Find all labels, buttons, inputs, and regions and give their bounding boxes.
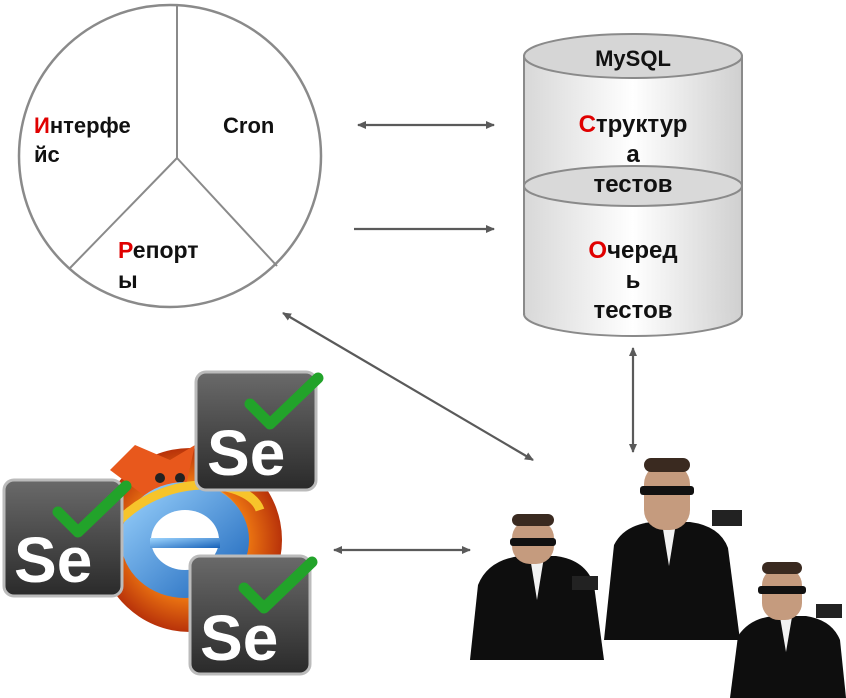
selenium-logo-icon: Se <box>188 554 318 676</box>
db-label-queue: Очеред ь тестов <box>588 237 678 324</box>
selenium-logo-icon: Se <box>194 370 324 492</box>
pie-label-cron: Cron <box>223 113 275 138</box>
db-title: MySQL <box>595 46 671 71</box>
pie-label-interface: Интерфе йс <box>34 113 131 167</box>
db-label-structure: Структур а тестов <box>578 111 688 198</box>
checkmark-icon <box>244 372 324 430</box>
agent-figure-icon <box>470 514 604 660</box>
connection-arrows <box>282 121 637 554</box>
components-pie <box>17 3 323 309</box>
pie-label-reports: Репорт ы <box>118 237 199 293</box>
agent-figure-icon <box>604 458 742 640</box>
selenium-logo-icon: Se <box>2 478 132 598</box>
checkmark-icon <box>52 480 132 538</box>
checkmark-icon <box>238 556 318 614</box>
agent-figure-icon <box>730 562 846 698</box>
arrow-reports-agents <box>282 312 534 461</box>
mysql-cylinder <box>523 33 743 337</box>
selenium-logo-text: Se <box>200 602 278 674</box>
